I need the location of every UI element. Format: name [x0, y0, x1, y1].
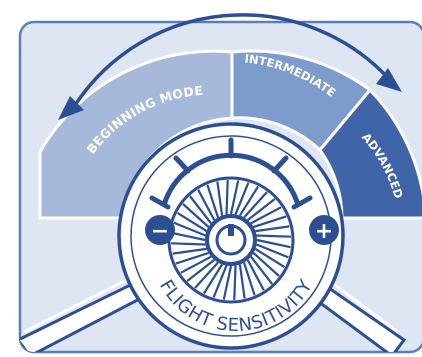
fan-blade	[171, 243, 205, 244]
minus-symbol: −	[151, 219, 169, 244]
sensitivity-dial: − + FLIGHT SENSITIVITY	[119, 124, 343, 348]
fan-blade	[257, 236, 291, 237]
fan-blade	[227, 180, 228, 214]
fan-blade	[234, 266, 235, 300]
plus-symbol: +	[315, 219, 333, 244]
fan-wheel	[169, 178, 293, 302]
